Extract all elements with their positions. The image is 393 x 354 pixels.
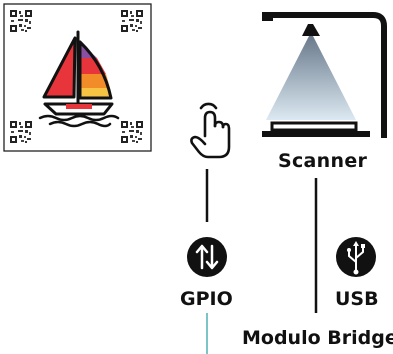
finger-press-icon (190, 102, 231, 159)
qr-code-icon (121, 121, 143, 143)
gpio-label: GPIO (180, 288, 233, 310)
qr-code-icon (121, 10, 143, 32)
modulo-bridge-label: Modulo Bridge (242, 327, 393, 349)
usb-label: USB (335, 288, 379, 310)
qr-code-icon (10, 10, 32, 32)
scanner-label: Scanner (278, 150, 368, 172)
gpio-arrows-icon (187, 237, 227, 277)
overhead-scanner-icon (262, 12, 387, 138)
document-card (3, 3, 152, 152)
usb-icon (336, 237, 376, 277)
sailboat-icon (38, 30, 120, 128)
qr-code-icon (10, 121, 32, 143)
